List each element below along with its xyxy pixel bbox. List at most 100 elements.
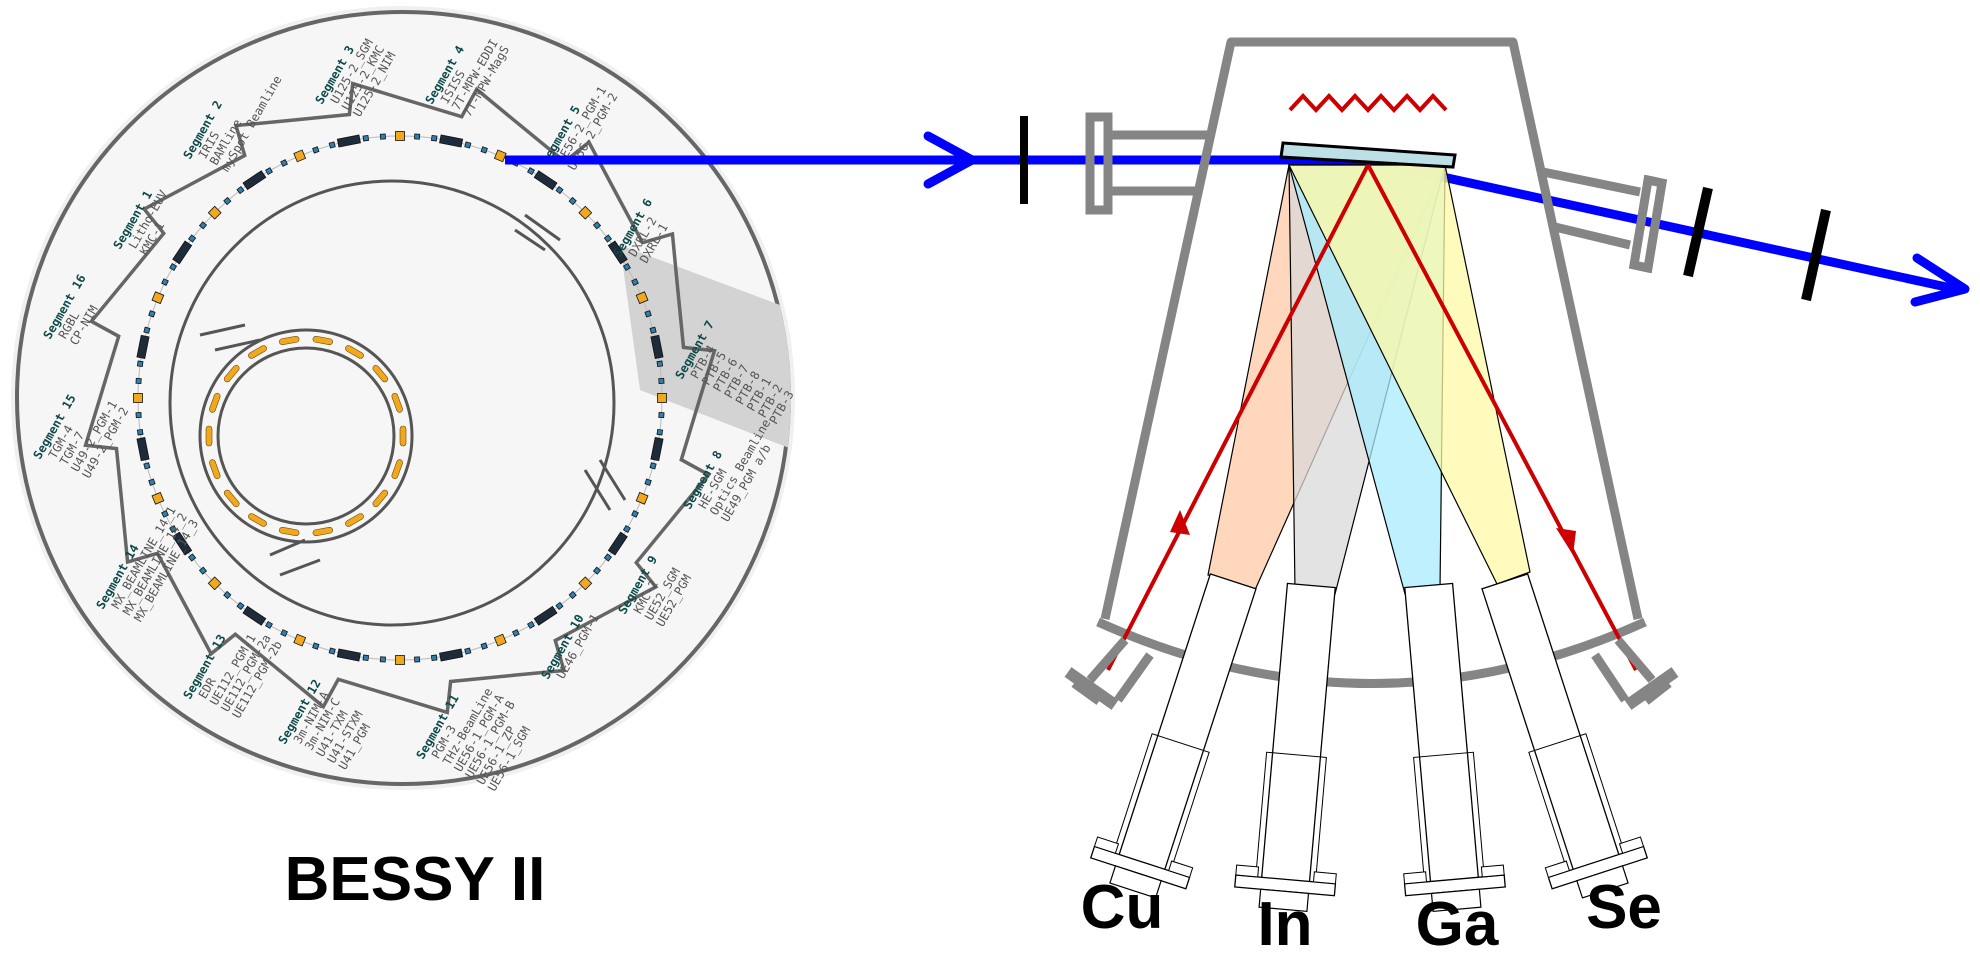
ring-magnet <box>644 478 652 486</box>
ring-magnet <box>622 525 631 533</box>
ring-magnet <box>414 656 421 663</box>
substrate-sample <box>1279 141 1457 169</box>
effusion-cell-cu <box>1089 573 1257 899</box>
booster-magnet <box>209 459 221 480</box>
booster-magnet <box>391 459 403 480</box>
ring-magnet <box>656 428 664 436</box>
cell-flange-clamp-left <box>1403 871 1428 885</box>
ring-magnet <box>439 134 464 148</box>
booster-magnet <box>345 513 364 527</box>
booster-magnet <box>209 392 221 413</box>
laser-incident <box>1106 164 1370 671</box>
ring-magnet <box>649 326 657 334</box>
ring-magnet <box>236 601 245 610</box>
cell-feedthrough <box>1109 865 1162 899</box>
effusion-cell-se <box>1481 573 1649 899</box>
synchrotron-beam <box>505 131 1970 307</box>
reflected-beam <box>1364 155 1961 295</box>
entrance-slit <box>1020 116 1028 204</box>
shielding-wall-outline <box>83 81 717 715</box>
ring-magnet <box>169 525 178 533</box>
ring-magnet <box>578 205 593 220</box>
ring-magnet <box>188 234 197 243</box>
ring-magnet <box>136 428 144 436</box>
ring-magnet <box>555 186 564 195</box>
ring-magnet <box>172 531 193 556</box>
ring-magnet <box>136 437 150 462</box>
cell-body <box>1260 582 1336 888</box>
ring-magnet <box>439 648 464 662</box>
ring-magnet <box>650 437 664 462</box>
ring-magnet <box>533 170 558 191</box>
ring-magnet <box>430 134 438 142</box>
cell-flange-clamp-right <box>1618 836 1645 854</box>
ring-magnet <box>631 510 639 518</box>
booster-magnet <box>312 526 333 537</box>
chamber-wall <box>1100 37 1643 620</box>
ring-magnet <box>480 146 488 154</box>
ring-magnet <box>136 334 150 359</box>
beam-slits <box>1020 116 1831 302</box>
ring-magnet <box>644 310 652 318</box>
incident-beam-arrowhead <box>923 131 977 189</box>
ring-magnet <box>658 377 665 384</box>
cell-flange-clamp-right <box>1168 860 1194 879</box>
cell-body <box>1481 573 1622 875</box>
ring-magnet <box>188 553 197 562</box>
booster-magnet <box>248 513 267 527</box>
ring-magnet <box>223 590 232 600</box>
effusion-cells <box>1089 573 1649 912</box>
ring-magnet <box>169 263 178 271</box>
transfer-line-walls <box>199 213 627 577</box>
cell-flange-clamp-right <box>1312 871 1337 885</box>
ring-magnet <box>135 412 142 419</box>
booster-inner-wall <box>216 346 396 526</box>
ring-magnet <box>658 412 665 419</box>
deposition-chamber: Cu In Ga Se <box>1064 37 1679 959</box>
ring-magnet <box>198 566 208 575</box>
substrate-heater-icon <box>1288 93 1448 113</box>
ring-magnet <box>631 278 639 286</box>
source-label-se: Se <box>1586 873 1662 942</box>
booster-magnet <box>372 489 389 508</box>
booster-magnet <box>312 335 333 346</box>
ring-magnet <box>207 576 222 591</box>
booster-magnet <box>279 335 300 346</box>
laser-reflected <box>1366 164 1638 671</box>
laser-ports <box>1064 637 1679 710</box>
ring-magnet <box>578 576 593 591</box>
ring-magnet <box>635 491 649 505</box>
laser-port-left <box>1086 637 1154 703</box>
booster-magnet <box>345 345 364 359</box>
ring-magnet <box>657 393 667 403</box>
ring-magnet <box>568 590 577 600</box>
cell-body <box>1404 582 1480 888</box>
cell-feedthrough <box>1576 865 1629 899</box>
ring-magnet <box>161 278 169 286</box>
ring-magnet <box>493 633 507 647</box>
cell-flange-clamp-left <box>1093 836 1120 854</box>
ring-magnet <box>336 134 361 148</box>
cell-flange-clamp-left <box>1544 860 1570 879</box>
ring-magnet <box>293 149 307 163</box>
ring-magnet <box>242 170 267 191</box>
ring-magnet <box>223 196 232 206</box>
ring-magnet <box>328 647 336 655</box>
laser-port-right <box>1591 637 1656 703</box>
ring-shielding-wall <box>83 81 717 715</box>
ring-magnet <box>592 221 602 230</box>
ring-magnet <box>161 510 169 518</box>
ring-magnet <box>265 620 273 629</box>
ring-magnet <box>527 167 535 176</box>
segment-7-highlight <box>620 245 791 460</box>
ring-magnet <box>430 654 438 662</box>
laser-direction-arrow-down <box>1556 528 1576 555</box>
ring-magnet <box>650 334 664 359</box>
ring-magnet <box>649 462 657 470</box>
ring-magnet <box>280 159 288 167</box>
ring-magnet <box>512 629 520 637</box>
source-label-in: In <box>1257 890 1312 959</box>
ring-magnet <box>603 553 612 562</box>
ring-magnet <box>464 141 472 149</box>
